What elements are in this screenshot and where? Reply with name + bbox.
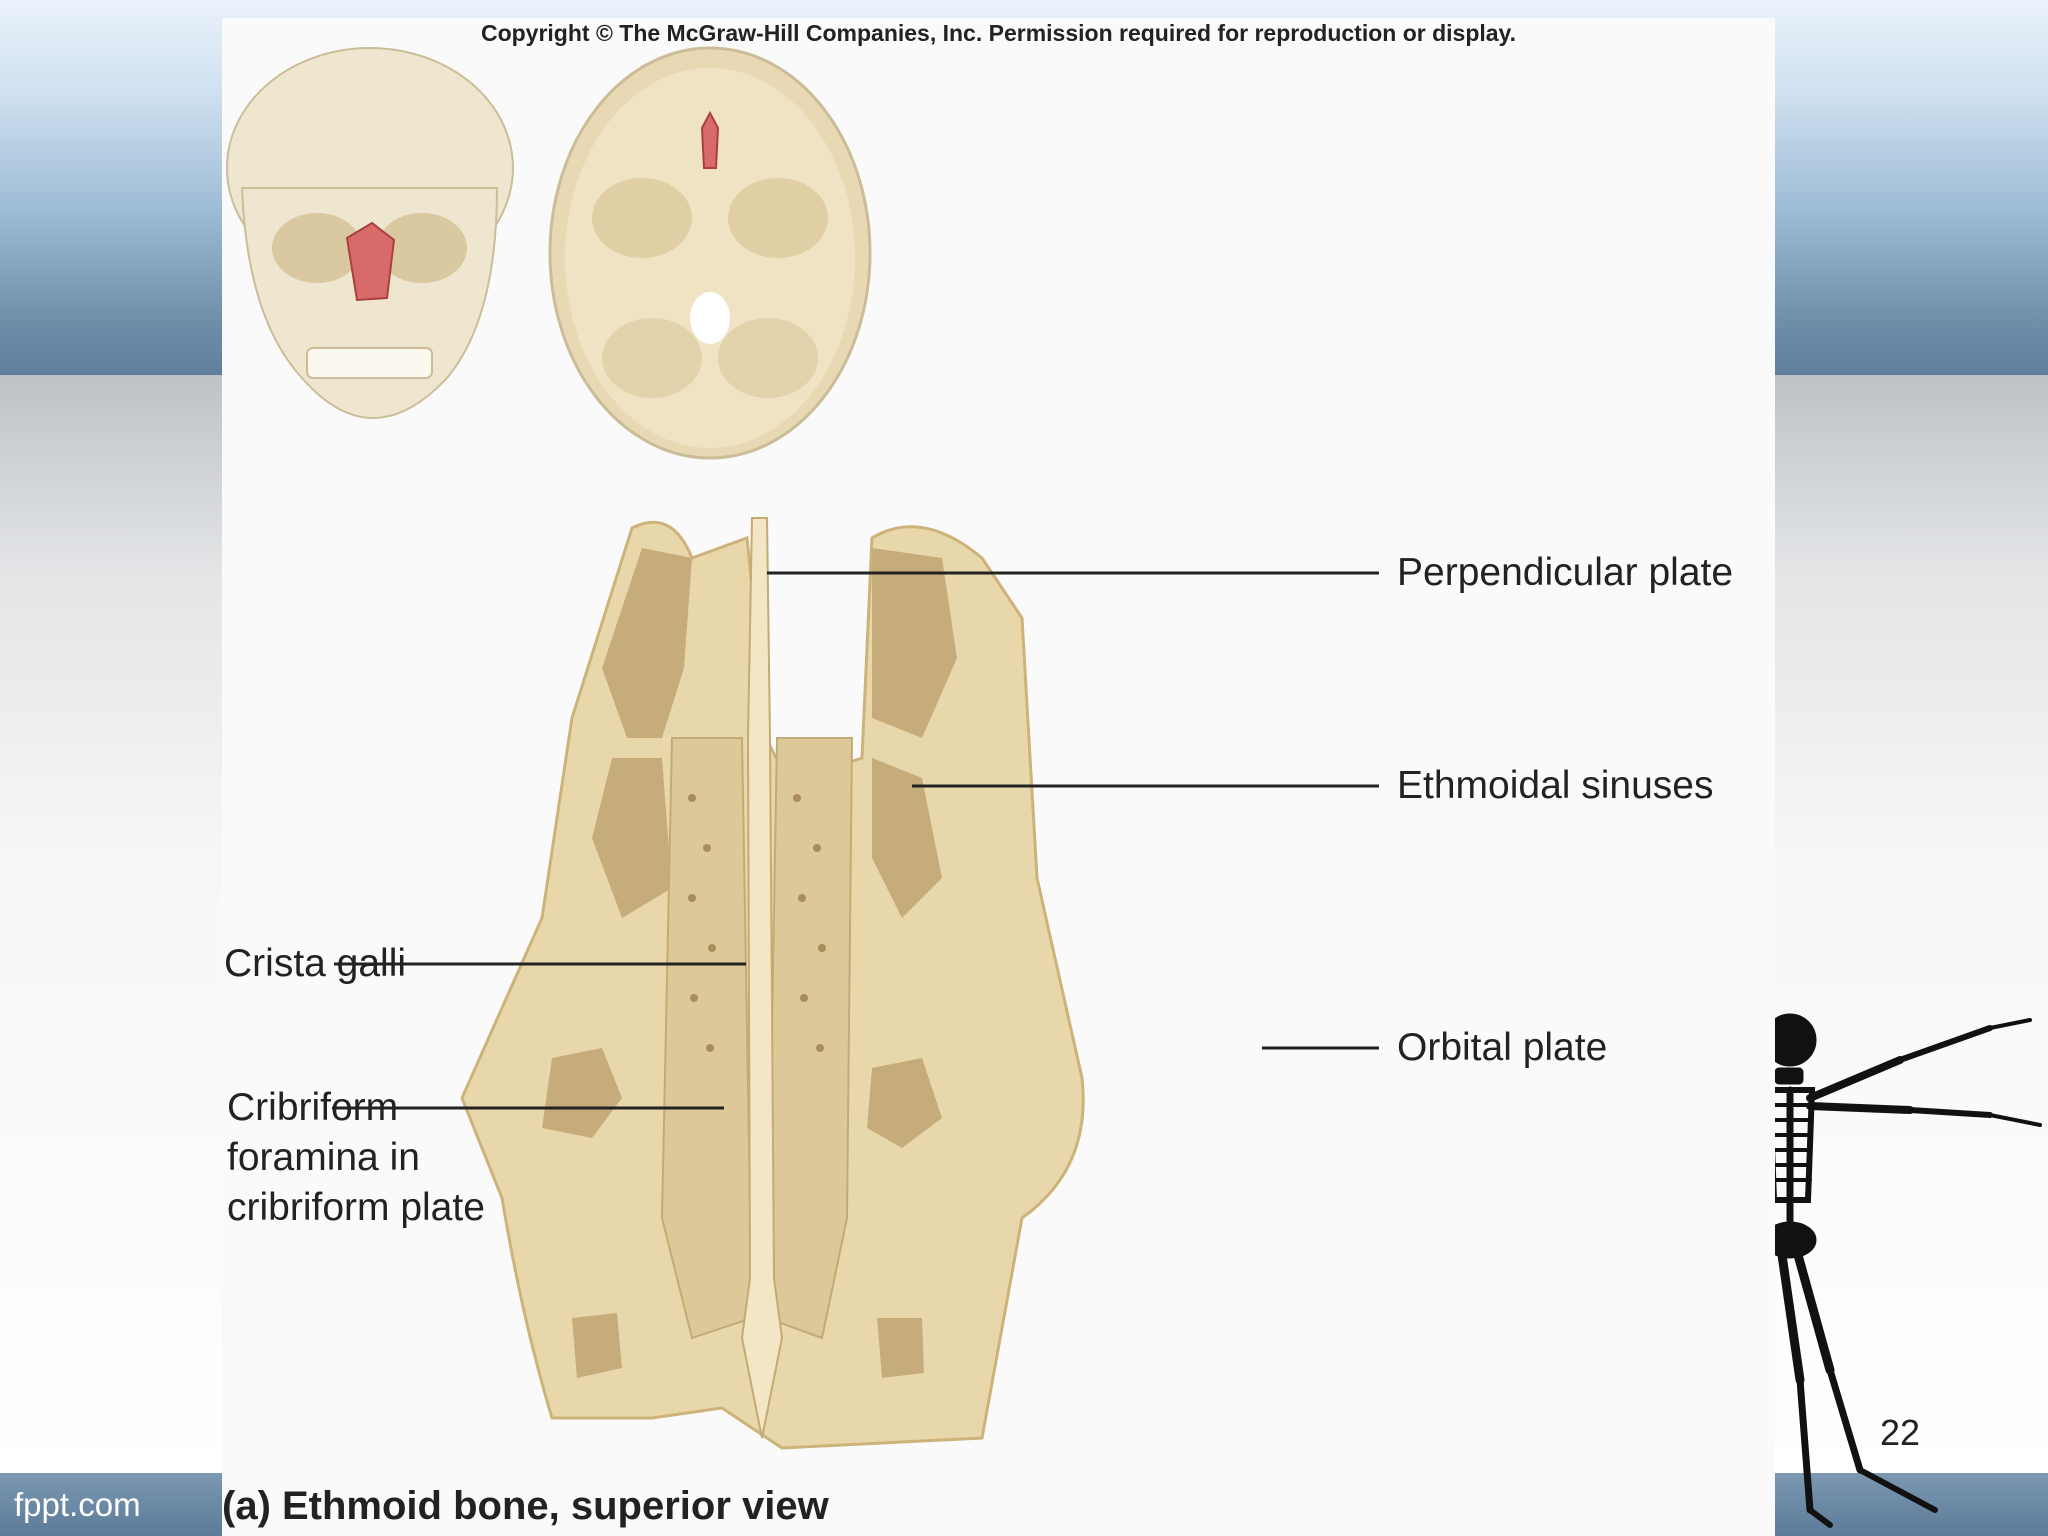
slide-number: 22 — [1880, 1412, 1921, 1453]
label-cribriform-foramina: Cribriform foramina in cribriform plate — [227, 1086, 485, 1229]
ethmoid-bone-drawing — [460, 517, 1085, 1450]
brand-text: fppt.com — [14, 1486, 141, 1523]
figure-caption: (a) Ethmoid bone, superior view — [222, 1484, 829, 1528]
label-crista-galli: Crista galli — [224, 942, 407, 985]
leader-lines — [332, 571, 1379, 1110]
cranial-floor-thumbnail — [548, 46, 872, 460]
skull-anterior-thumbnail — [226, 47, 514, 419]
ethmoid-illustration — [226, 46, 1379, 1450]
label-perpendicular-plate: Perpendicular plate — [1397, 551, 1734, 594]
label-ethmoidal-sinuses: Ethmoidal sinuses — [1397, 764, 1714, 807]
copyright-notice: Copyright © The McGraw-Hill Companies, I… — [480, 20, 1517, 46]
figure-panel: Copyright © The McGraw-Hill Companies, I… — [222, 18, 1775, 1536]
label-orbital-plate: Orbital plate — [1397, 1026, 1608, 1069]
